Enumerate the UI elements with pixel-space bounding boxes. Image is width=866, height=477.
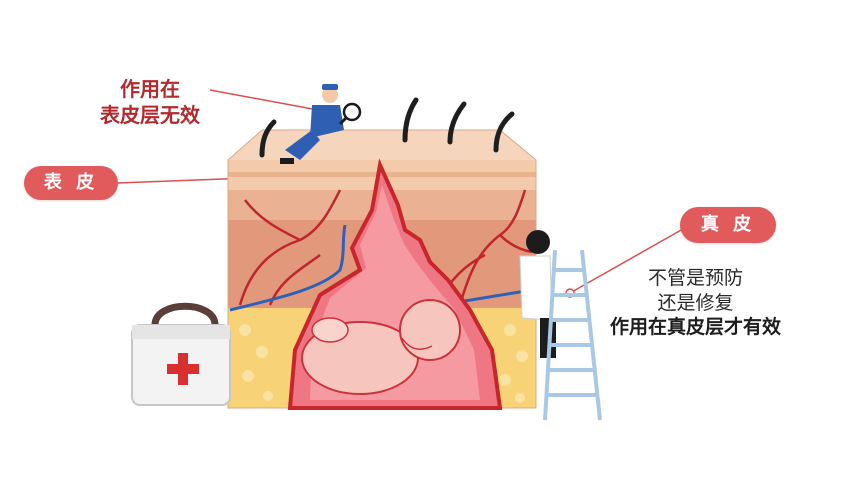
right-annotation-line-1: 不管是预防 xyxy=(648,267,744,289)
hair-icon xyxy=(259,97,515,158)
right-annotation-line-2: 还是修复 xyxy=(657,291,734,314)
epidermis-badge: 表 皮 xyxy=(24,166,118,200)
doctor-icon xyxy=(519,230,556,358)
ladder-icon xyxy=(543,249,602,421)
top-annotation-line-2: 表皮层无效 xyxy=(100,103,200,127)
worker-magnifier-icon xyxy=(280,84,362,164)
fetus-icon xyxy=(301,299,461,395)
top-annotation: 作用在 表皮层无效 xyxy=(100,76,200,128)
dermis-badge: 真 皮 xyxy=(680,207,776,243)
top-annotation-line-1: 作用在 xyxy=(120,77,180,101)
right-annotation: 不管是预防 还是修复 作用在真皮层才有效 xyxy=(610,266,781,340)
medical-kit-icon xyxy=(131,302,231,406)
right-annotation-line-3: 作用在真皮层才有效 xyxy=(610,316,782,339)
